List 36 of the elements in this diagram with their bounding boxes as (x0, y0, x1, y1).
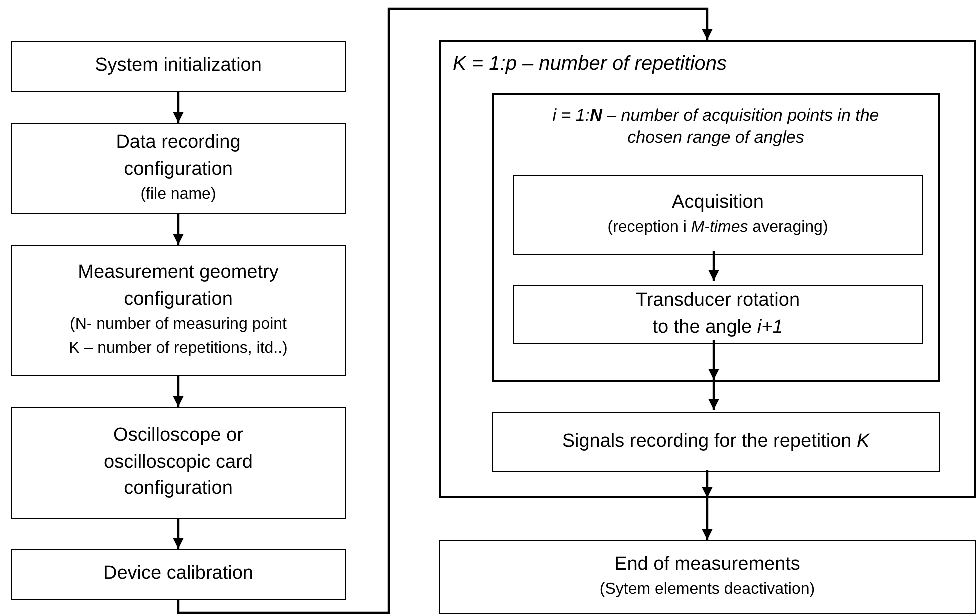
step-title: End of measurements (614, 552, 802, 577)
step-note: (Sytem elements deactivation) (598, 580, 816, 600)
process-box (513, 285, 923, 344)
loop-frame (439, 40, 976, 498)
process-box (492, 412, 940, 472)
process-box (11, 41, 346, 92)
step-note: (file name) (140, 185, 218, 206)
arrow (702, 498, 713, 540)
step-note: (N- number of measuring point K – number of repetitions, itd..) (68, 315, 289, 360)
arrow (173, 519, 184, 549)
process-box (11, 407, 346, 519)
arrow (173, 92, 184, 123)
step-title: System initialization (94, 54, 263, 78)
loop-heading: K = 1:p – number of repetitions (452, 52, 728, 77)
step-title: Transducer rotation to the angle i+1 (634, 288, 802, 340)
arrow (173, 214, 184, 245)
arrow (708, 340, 720, 380)
arrow (708, 380, 720, 410)
step-title: Acquisition (671, 190, 765, 215)
step-note: (reception i M-times averaging) (606, 218, 830, 238)
loop-heading: i = 1:N – number of acquisition points in the chosen range of angles (552, 105, 880, 150)
loop-frame (492, 93, 940, 382)
process-box (11, 245, 346, 376)
process-box (439, 540, 976, 614)
arrow (177, 8, 713, 614)
process-box (513, 175, 923, 255)
step-title: Data recording configuration (115, 130, 242, 182)
arrow (702, 470, 713, 498)
step-title: Signals recording for the repetition K (561, 430, 871, 454)
process-box (11, 123, 346, 214)
arrow (708, 251, 720, 281)
arrow (173, 376, 184, 407)
step-title: Measurement geometry configuration (77, 260, 280, 312)
process-box (11, 549, 346, 600)
step-title: Device calibration (102, 562, 254, 586)
step-title: Oscilloscope or oscilloscopic card configuration (103, 424, 254, 502)
